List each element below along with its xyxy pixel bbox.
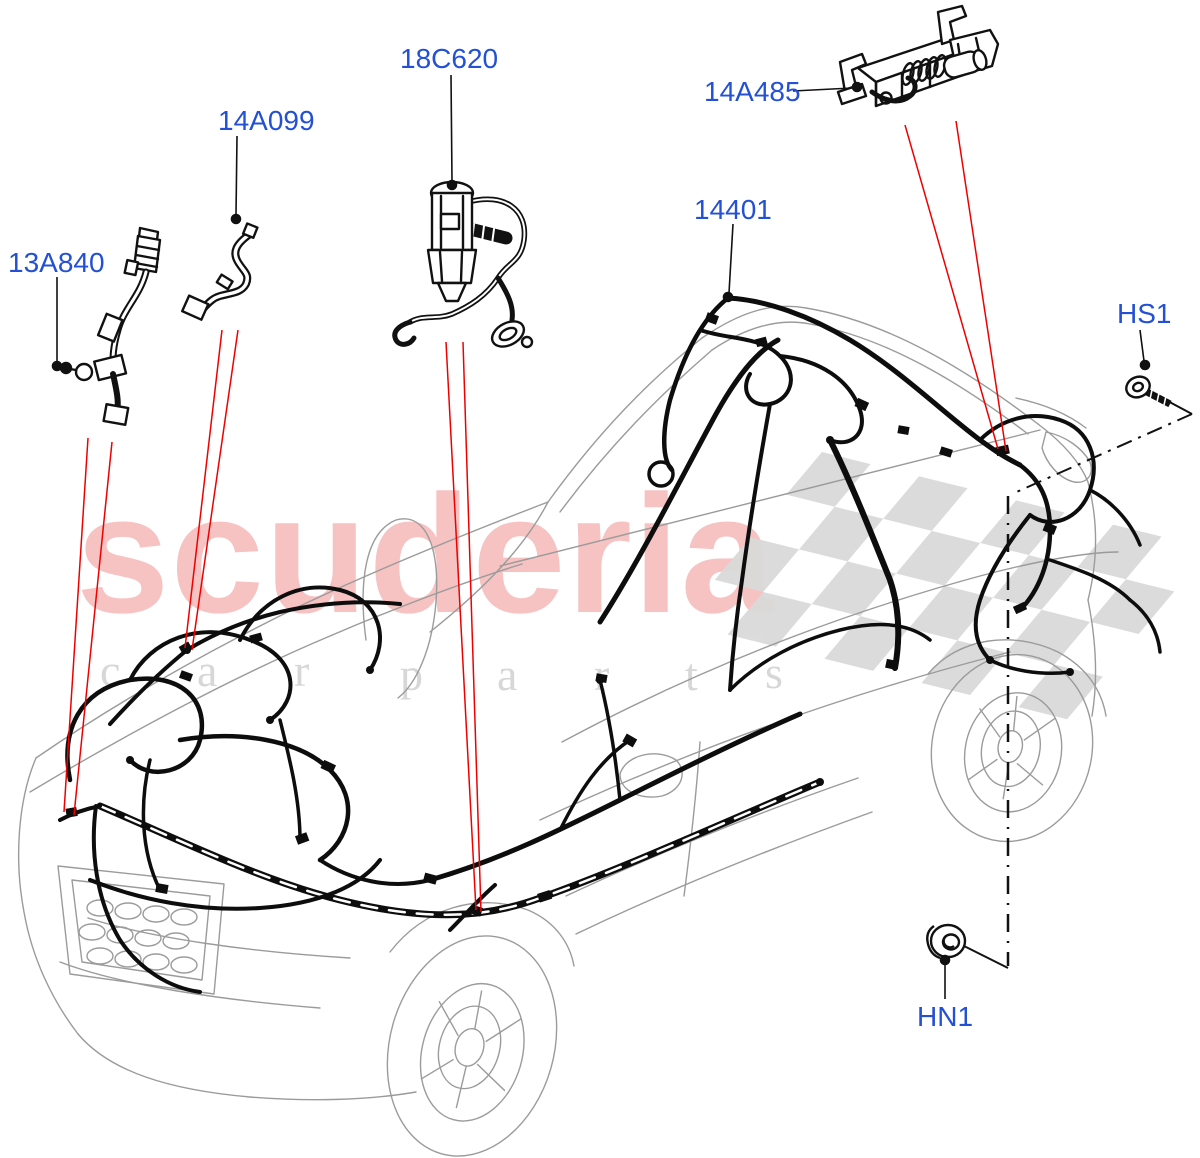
rear-wheel [930,653,1094,843]
part-label-14A485[interactable]: 14A485 [704,76,801,107]
watermark-letter: a [197,645,217,696]
watermark-brand-text: scuderia [76,460,776,648]
watermark-letter: t [685,649,698,700]
part-HN1-drawing [926,923,967,960]
part-label-14401[interactable]: 14401 [694,194,772,225]
front-wheel [386,935,558,1157]
vehicle-outline [17,305,1119,1101]
watermark-letter: p [400,649,423,700]
watermark-tagline: c a r p a r t s [100,645,783,700]
part-number-labels: 13A840 14A099 18C620 14A485 14401 HS1 HN… [8,43,1171,1032]
part-18C620-drawing [392,180,534,349]
red-leader-lines [63,120,1007,913]
checkered-flag-watermark [714,452,1175,720]
watermark-letter: a [497,649,517,700]
label-leader-lines [51,74,1151,999]
part-14A485-drawing [836,4,1000,108]
part-label-HN1[interactable]: HN1 [917,1001,973,1032]
part-14A099-drawing [181,222,259,321]
watermark: scuderia c a r p a r t s [76,452,1175,720]
connector-blobs [65,312,1074,917]
part-13A840-drawing [59,226,162,426]
watermark-letter: r [294,645,309,696]
part-label-13A840[interactable]: 13A840 [8,247,105,278]
part-label-14A099[interactable]: 14A099 [218,105,315,136]
part-label-HS1[interactable]: HS1 [1117,298,1171,329]
wiring-harness-network [58,295,1162,994]
part-HS1-drawing [1125,375,1172,408]
part-label-18C620[interactable]: 18C620 [400,43,498,74]
